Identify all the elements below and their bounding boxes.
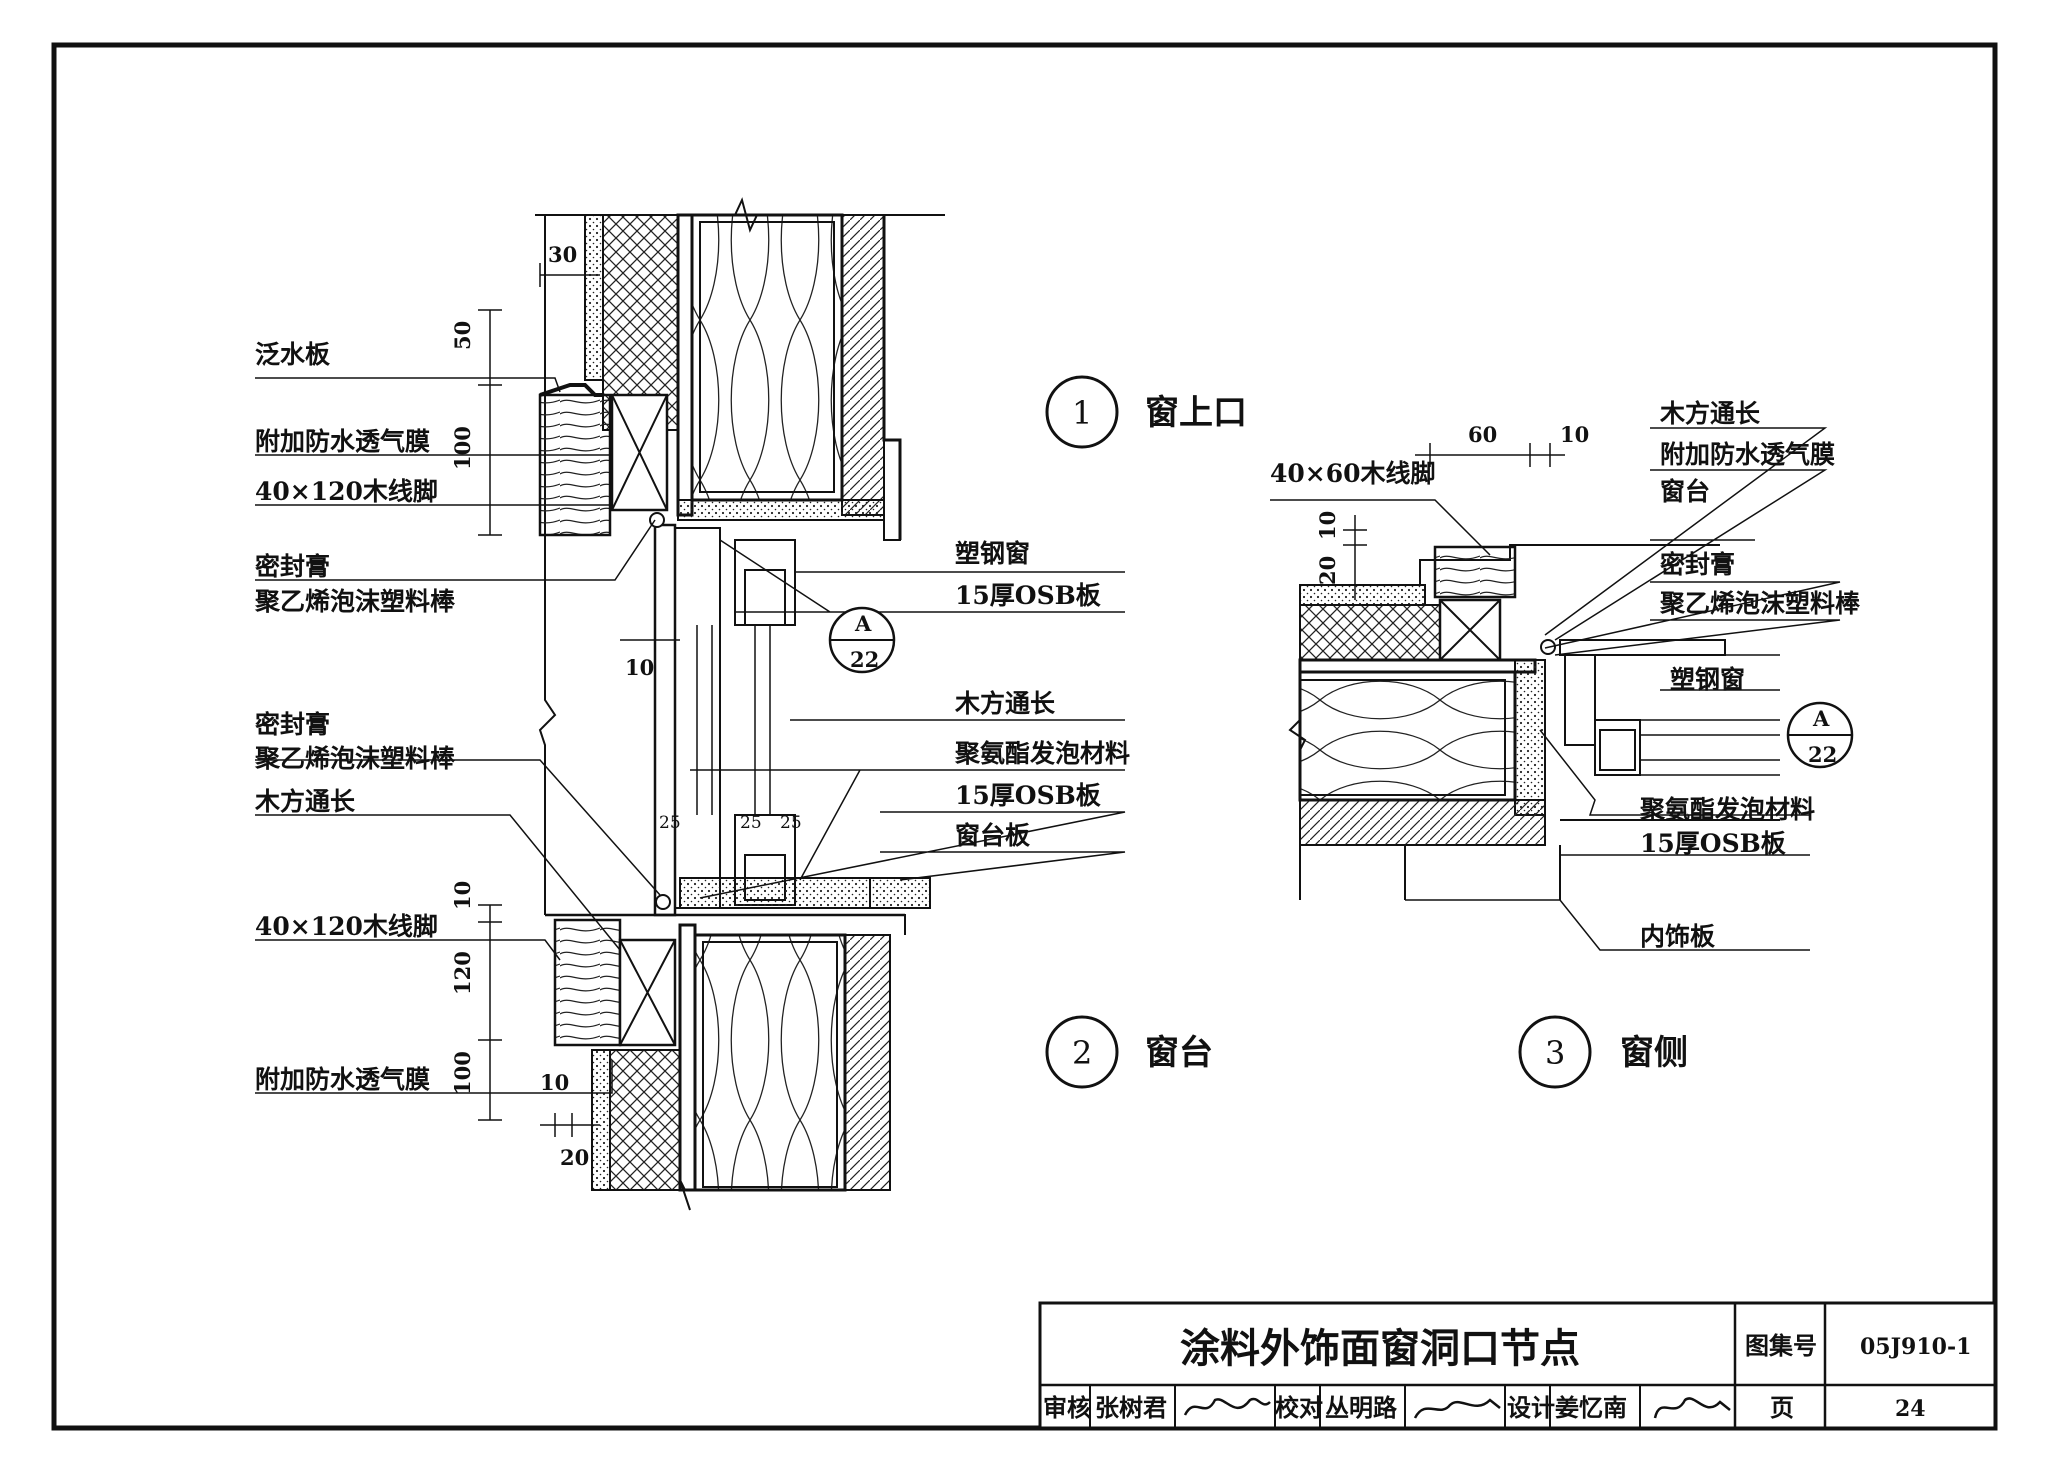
design-label: 设计: [1507, 1394, 1555, 1422]
detail-name-1: 窗上口: [1145, 393, 1247, 433]
label-trim-top: 40×120木线脚: [255, 477, 438, 506]
detail-title-1: 1 窗上口: [1045, 375, 1247, 449]
sheet-border: [51, 42, 1998, 1431]
detail-num-3: 3: [1545, 1034, 1565, 1072]
section-ref-bubble-left: A 22: [828, 606, 896, 674]
designer-signature: [1653, 1397, 1731, 1419]
reviewer-name: 张树君: [1095, 1394, 1167, 1422]
ref-letter-right: A: [1812, 706, 1830, 731]
ref-sheet-left: 22: [850, 647, 879, 672]
dim-60: 60: [1468, 422, 1497, 447]
detail-title-2: 2 窗台: [1045, 1015, 1213, 1089]
dim-10b: 10: [450, 881, 475, 910]
dim-20a: 20: [560, 1145, 589, 1170]
section-detail-3: 60 10 10 20 木方通长 附加防水透气膜 窗台 密封膏 聚乙烯泡沫塑料棒…: [1270, 399, 1861, 951]
atlas-label: 图集号: [1745, 1332, 1817, 1360]
dim-10e: 10: [1315, 511, 1340, 540]
dim-100a: 100: [450, 426, 475, 470]
detail-title-3: 3 窗侧: [1518, 1015, 1688, 1089]
dim-30: 30: [548, 242, 577, 267]
label-sill-mid: 窗台板: [955, 821, 1030, 850]
checker-signature: [1413, 1398, 1501, 1419]
label-window-mid: 塑钢窗: [955, 539, 1030, 568]
label-sealant-bot: 密封膏: [255, 710, 330, 739]
checker-name: 丛明路: [1325, 1394, 1398, 1422]
label-window-right: 塑钢窗: [1670, 665, 1745, 694]
designer-name: 姜忆南: [1555, 1394, 1627, 1422]
label-osb-right: 15厚OSB板: [1640, 829, 1786, 858]
detail-name-2: 窗台: [1145, 1033, 1213, 1073]
dim-10c: 10: [540, 1070, 569, 1095]
label-osb-bot: 15厚OSB板: [955, 781, 1101, 810]
page-number: 24: [1895, 1396, 1926, 1422]
label-inner-right: 内饰板: [1640, 922, 1715, 951]
detail-num-1: 1: [1072, 394, 1092, 432]
label-membrane-top: 附加防水透气膜: [255, 427, 430, 456]
detail-num-2: 2: [1072, 1034, 1092, 1072]
label-wood-mid: 木方通长: [954, 689, 1056, 718]
window-frame: 25 25 25: [649, 512, 802, 917]
label-membrane-bot: 附加防水透气膜: [255, 1065, 430, 1094]
dim-10d: 10: [1560, 422, 1589, 447]
section-ref-bubble-right: A 22: [1786, 701, 1854, 769]
drawing-title: 涂料外饰面窗洞口节点: [1180, 1326, 1580, 1372]
section-detail-1-2: 25 25 25 30 50 100 10 10 120 100: [254, 197, 1130, 1211]
dim-25c: 25: [780, 813, 802, 833]
dim-25b: 25: [740, 813, 762, 833]
review-label: 审核: [1043, 1394, 1091, 1422]
dim-10a: 10: [625, 655, 654, 680]
label-sill-right: 窗台: [1660, 477, 1710, 506]
label-sealant-top: 密封膏: [255, 552, 330, 581]
label-wood-right: 木方通长: [1659, 399, 1761, 428]
label-rod-top: 聚乙烯泡沫塑料棒: [254, 587, 456, 616]
dim-25a: 25: [659, 813, 681, 833]
dim-100b: 100: [450, 1051, 475, 1095]
label-trim-bot: 40×120木线脚: [255, 912, 438, 941]
title-block: 涂料外饰面窗洞口节点 图集号 05J910-1 审核 张树君 校对 丛明路 设计…: [1038, 1301, 1997, 1430]
ref-sheet-right: 22: [1808, 742, 1837, 767]
dim-50: 50: [450, 321, 475, 350]
label-rod-bot: 聚乙烯泡沫塑料棒: [254, 744, 456, 773]
label-fanshuiban: 泛水板: [255, 340, 330, 369]
label-foam-mid: 聚氨酯发泡材料: [954, 739, 1130, 768]
label-membrane-right: 附加防水透气膜: [1660, 440, 1835, 469]
label-rod-right: 聚乙烯泡沫塑料棒: [1659, 589, 1861, 618]
label-sealant-right: 密封膏: [1660, 550, 1735, 579]
dim-20b: 20: [1315, 556, 1340, 585]
detail-name-3: 窗侧: [1620, 1033, 1688, 1073]
page-label: 页: [1770, 1394, 1794, 1422]
reviewer-signature: [1183, 1397, 1271, 1416]
ref-letter-left: A: [854, 611, 872, 636]
label-osb-top: 15厚OSB板: [955, 581, 1101, 610]
atlas-number: 05J910-1: [1860, 1334, 1971, 1360]
label-wood-bot: 木方通长: [254, 787, 356, 816]
label-foam-right: 聚氨酯发泡材料: [1639, 795, 1815, 824]
label-trim-right: 40×60木线脚: [1270, 459, 1436, 488]
dim-120: 120: [450, 951, 475, 995]
check-label: 校对: [1275, 1394, 1323, 1422]
